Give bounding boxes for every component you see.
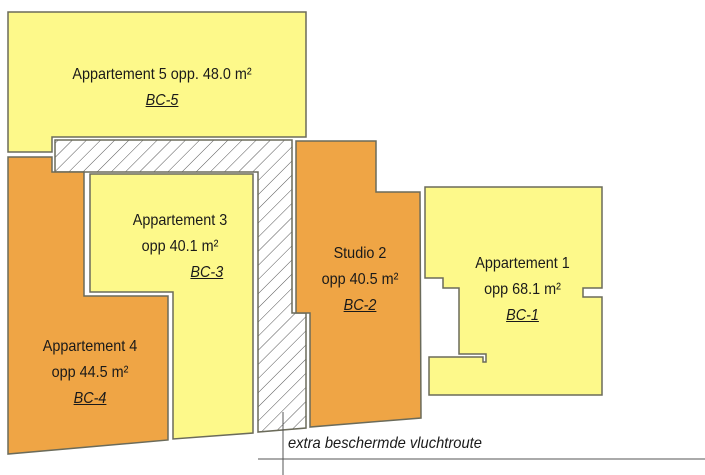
- unit-name: Appartement 5 opp. 48.0 m²: [72, 66, 252, 83]
- unit-apt1-label: Appartement 1 opp 68.1 m² BC-1: [457, 251, 588, 329]
- unit-area: opp 40.5 m²: [321, 271, 399, 288]
- unit-apt3-label: Appartement 3 opp 40.1 m² BC-3: [117, 208, 243, 286]
- escape-route-label: extra beschermde vluchtroute: [288, 435, 482, 452]
- unit-name: Appartement 3: [132, 212, 228, 229]
- unit-apt5-label: Appartement 5 opp. 48.0 m² BC-5: [36, 62, 288, 114]
- unit-name: Studio 2: [333, 245, 387, 262]
- unit-apt5-area: [7, 11, 307, 153]
- unit-apt4-label: Appartement 4 opp 44.5 m² BC-4: [23, 334, 158, 412]
- unit-area: opp 68.1 m²: [484, 281, 561, 298]
- unit-code: BC-2: [343, 297, 377, 314]
- unit-code: BC-3: [190, 264, 224, 281]
- unit-code: BC-1: [506, 307, 539, 324]
- unit-name: Appartement 1: [475, 255, 570, 272]
- unit-studio2-label: Studio 2 opp 40.5 m² BC-2: [306, 241, 414, 319]
- escape-route-hatched-area: [54, 139, 307, 433]
- unit-code: BC-5: [145, 92, 179, 109]
- unit-area: opp 40.1 m²: [141, 238, 219, 255]
- unit-apt3-area: [89, 173, 254, 440]
- unit-code: BC-4: [73, 390, 107, 407]
- unit-name: Appartement 4: [42, 338, 138, 355]
- unit-studio2-area: [295, 140, 422, 428]
- unit-apt1-area: [424, 186, 603, 396]
- unit-area: opp 44.5 m²: [51, 364, 129, 381]
- unit-apt4-area: [7, 156, 169, 455]
